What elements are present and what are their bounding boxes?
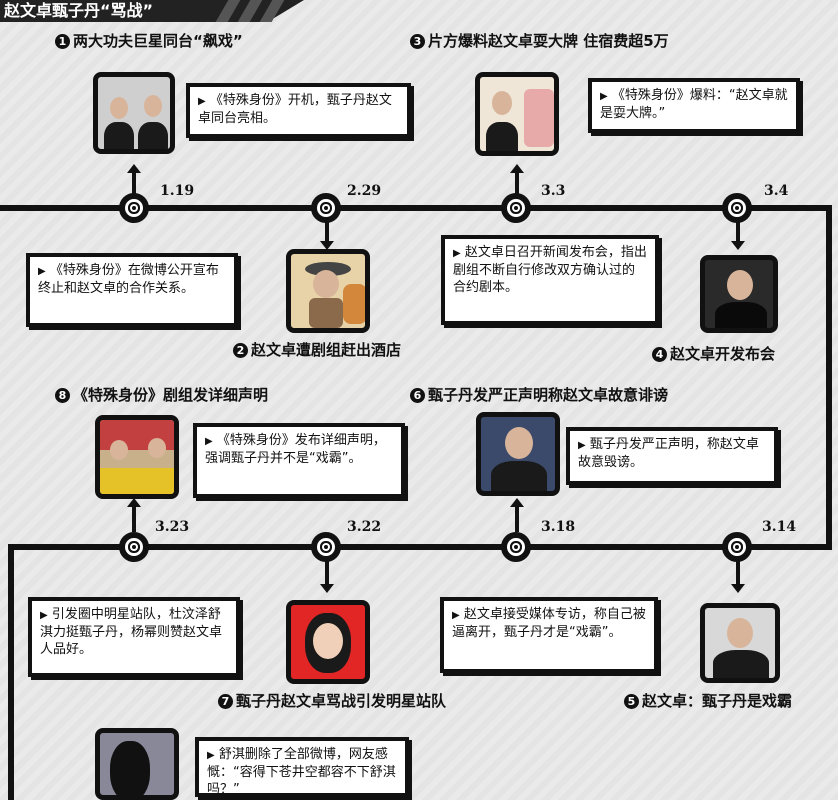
event-description: ▶ 舒淇删除了全部微博，网友感慨：“容得下苍井空都容不下舒淇吗？”: [195, 737, 409, 797]
bullet-triangle-icon: ▶: [38, 266, 46, 277]
timeline-node: [311, 532, 341, 562]
timeline-node: [311, 193, 341, 223]
date-label: 3.22: [347, 519, 382, 535]
event-number: 5: [624, 694, 639, 709]
event-description: ▶ 赵文卓日召开新闻发布会，指出剧组不断自行修改双方确认过的合约剧本。: [441, 235, 659, 325]
timeline-node: [501, 193, 531, 223]
event-text: 引发圈中明星站队，杜汶泽舒淇力挺甄子丹，杨幂则赞赵文卓人品好。: [40, 607, 223, 657]
event-description: ▶ 赵文卓接受媒体专访，称自己被逼离开，甄子丹才是“戏霸”。: [440, 597, 658, 673]
date-label: 1.19: [160, 183, 195, 199]
event-description: ▶ 《特殊身份》在微博公开宣布终止和赵文卓的合作关系。: [26, 253, 238, 327]
event-number: 2: [233, 343, 248, 358]
photo-thumbnail: [475, 72, 559, 156]
event-number: 1: [55, 34, 70, 49]
photo-thumbnail: [286, 600, 370, 684]
arrow-up-icon: [127, 498, 141, 532]
event-number: 6: [410, 388, 425, 403]
bullet-triangle-icon: ▶: [578, 440, 586, 451]
photo-thumbnail: [700, 603, 780, 683]
event-title: 8《特殊身份》剧组发详细声明: [55, 384, 268, 405]
timeline-track-connector-right: [826, 205, 832, 550]
arrow-up-icon: [510, 164, 524, 194]
photo-thumbnail: [700, 255, 778, 333]
event-number: 8: [55, 388, 70, 403]
arrow-down-icon: [731, 222, 745, 250]
event-text: 赵文卓接受媒体专访，称自己被逼离开，甄子丹才是“戏霸”。: [452, 607, 646, 640]
event-title-text: 片方爆料赵文卓耍大牌 住宿费超5万: [428, 32, 669, 50]
timeline-node: [722, 193, 752, 223]
event-text: 《特殊身份》发布详细声明，强调甄子丹并不是“戏霸”。: [205, 433, 386, 466]
arrow-down-icon: [320, 222, 334, 250]
event-description: ▶ 《特殊身份》发布详细声明，强调甄子丹并不是“戏霸”。: [193, 423, 405, 498]
photo-thumbnail: [95, 728, 179, 800]
event-text: 赵文卓日召开新闻发布会，指出剧组不断自行修改双方确认过的合约剧本。: [453, 245, 647, 295]
arrow-down-icon: [731, 561, 745, 593]
photo-thumbnail: [95, 415, 179, 499]
date-label: 3.14: [762, 519, 797, 535]
bullet-triangle-icon: ▶: [40, 610, 48, 621]
event-title-text: 两大功夫巨星同台“飙戏”: [73, 32, 243, 50]
event-title-text: 甄子丹赵文卓骂战引发明星站队: [236, 692, 447, 710]
timeline-node: [119, 193, 149, 223]
event-text: 舒淇删除了全部微博，网友感慨：“容得下苍井空都容不下舒淇吗？”: [207, 747, 396, 797]
event-title-text: 赵文卓：甄子丹是戏霸: [642, 692, 793, 710]
event-title-text: 赵文卓开发布会: [670, 345, 776, 363]
event-title-text: 赵文卓遭剧组赶出酒店: [251, 341, 402, 359]
bullet-triangle-icon: ▶: [205, 436, 213, 447]
event-description: ▶ 《特殊身份》爆料：“赵文卓就是耍大牌。”: [588, 78, 800, 133]
timeline-track-row2: [8, 544, 832, 550]
event-number: 7: [218, 694, 233, 709]
date-label: 3.23: [155, 519, 190, 535]
cartoon-thumbnail: [286, 249, 370, 333]
date-label: 2.29: [347, 183, 382, 199]
event-text: 甄子丹发严正声明，称赵文卓故意毁谤。: [578, 437, 759, 470]
timeline-node: [501, 532, 531, 562]
event-description: ▶ 引发圈中明星站队，杜汶泽舒淇力挺甄子丹，杨幂则赞赵文卓人品好。: [28, 597, 240, 677]
bullet-triangle-icon: ▶: [452, 610, 460, 621]
bullet-triangle-icon: ▶: [198, 96, 206, 107]
bullet-triangle-icon: ▶: [207, 750, 215, 761]
date-label: 3.3: [541, 183, 566, 199]
event-description: ▶ 甄子丹发严正声明，称赵文卓故意毁谤。: [566, 427, 778, 485]
photo-thumbnail: [476, 412, 560, 496]
event-title-text: 《特殊身份》剧组发详细声明: [73, 386, 269, 404]
bullet-triangle-icon: ▶: [453, 248, 461, 259]
timeline-track-row1: [0, 205, 832, 211]
timeline-node: [119, 532, 149, 562]
arrow-down-icon: [320, 561, 334, 593]
date-label: 3.18: [541, 519, 576, 535]
event-text: 《特殊身份》开机，甄子丹赵文卓同台亮相。: [198, 93, 392, 126]
arrow-up-icon: [510, 498, 524, 532]
timeline-node: [722, 532, 752, 562]
event-number: 3: [410, 34, 425, 49]
photo-thumbnail: [93, 72, 175, 154]
event-description: ▶ 《特殊身份》开机，甄子丹赵文卓同台亮相。: [186, 83, 411, 138]
arrow-up-icon: [127, 164, 141, 194]
event-title-text: 甄子丹发严正声明称赵文卓故意诽谤: [428, 386, 669, 404]
date-label: 3.4: [764, 183, 789, 199]
bullet-triangle-icon: ▶: [600, 91, 608, 102]
event-number: 4: [652, 347, 667, 362]
timeline-track-connector-left: [8, 544, 14, 800]
event-text: 《特殊身份》在微博公开宣布终止和赵文卓的合作关系。: [38, 263, 219, 296]
event-text: 《特殊身份》爆料：“赵文卓就是耍大牌。”: [600, 88, 788, 121]
